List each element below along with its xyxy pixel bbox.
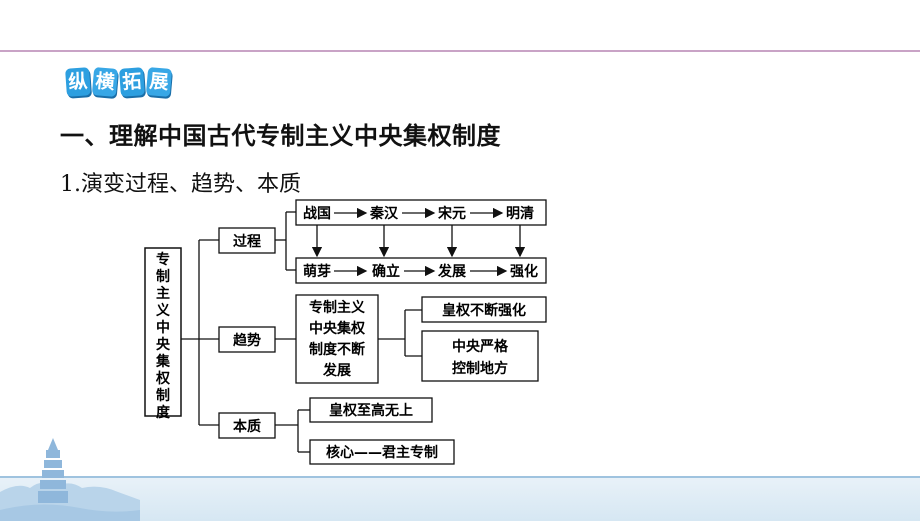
pagoda-decoration-icon [0, 438, 140, 521]
branch-label-essence: 本质 [233, 418, 261, 435]
root-label-char: 制 [156, 387, 170, 404]
root-label-char: 权 [155, 370, 171, 387]
root-label-char: 度 [156, 404, 171, 421]
trend-box [295, 294, 379, 384]
result-central-control-line: 控制地方 [452, 360, 508, 377]
essence-box-supreme [309, 397, 433, 423]
footer-band [0, 478, 920, 521]
process-connectors [275, 211, 296, 271]
trend-line: 发展 [322, 362, 351, 379]
root-label-char: 专 [156, 251, 170, 268]
dynasty-warring-states: 战国 [303, 205, 331, 222]
trend-line: 制度不断 [309, 341, 365, 358]
result-box-imperial-power [421, 296, 547, 323]
trend-line: 中央集权 [309, 320, 366, 337]
root-label-char: 中 [156, 319, 170, 336]
trend-line: 专制主义 [309, 299, 365, 316]
root-label-char: 义 [156, 302, 170, 319]
essence-supreme-power: 皇权至高无上 [329, 402, 413, 419]
essence-connectors [275, 409, 310, 453]
result-imperial-power: 皇权不断强化 [442, 302, 526, 319]
bottom-divider [0, 476, 920, 478]
branch-label-process: 过程 [233, 233, 261, 250]
root-box [144, 247, 182, 417]
page-heading: 一、理解中国古代专制主义中央集权制度 [60, 122, 501, 150]
root-label-char: 央 [156, 336, 171, 353]
result-box-central-control [421, 330, 539, 382]
root-connectors [181, 239, 219, 426]
top-divider [0, 50, 920, 52]
essence-box-core [309, 439, 455, 465]
trend-result-connectors [378, 309, 422, 357]
root-label-char: 制 [156, 268, 170, 285]
vertical-arrows [311, 225, 526, 258]
essence-core-autocracy: 核心——君主专制 [326, 444, 438, 461]
branch-box-process [218, 227, 276, 254]
dynasty-ming-qing: 明清 [506, 205, 534, 222]
section-subheading: 1.演变过程、趋势、本质 [60, 172, 301, 197]
stage-development: 发展 [437, 263, 466, 280]
branch-label-trend: 趋势 [233, 332, 261, 349]
result-central-control-line: 中央严格 [452, 338, 509, 355]
stage-strengthening: 强化 [510, 263, 538, 280]
stage-establishment: 确立 [372, 263, 400, 280]
root-label-char: 主 [156, 285, 170, 302]
dynasty-qin-han: 秦汉 [369, 205, 399, 222]
dynasty-song-yuan: 宋元 [437, 205, 466, 222]
branch-box-essence [218, 412, 276, 439]
root-label: 专制主义中央集权制度 [155, 251, 171, 421]
stage-emergence: 萌芽 [303, 263, 331, 280]
root-label-char: 集 [155, 353, 171, 370]
branch-box-trend [218, 326, 276, 353]
